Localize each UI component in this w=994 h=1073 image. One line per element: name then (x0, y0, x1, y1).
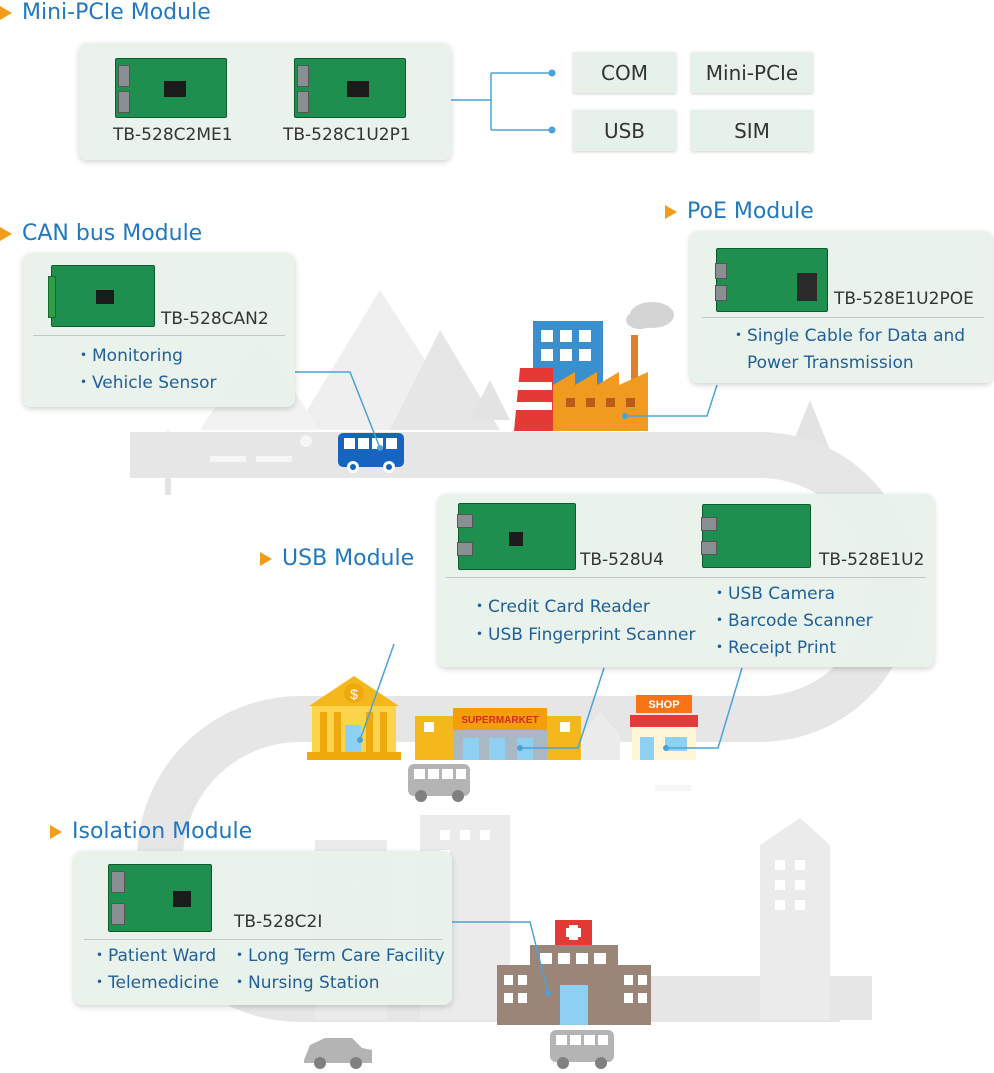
ambulance-van-icon (550, 1030, 614, 1069)
usb-panel: TB-528U4 TB-528E1U2 Credit Card Reader U… (438, 494, 934, 667)
module-board-image (701, 504, 811, 568)
usb-header: USB Module (260, 546, 414, 571)
model-name: TB-528E1U2POE (834, 289, 974, 309)
divider (702, 317, 984, 318)
use-case-list: USB Camera Barcode Scanner Receipt Print (711, 581, 873, 662)
interface-usb: USB (573, 110, 676, 151)
use-case-item: Patient Ward (91, 943, 219, 970)
use-case-list: Patient Ward Telemedicine (91, 943, 219, 997)
car-icon (304, 1038, 372, 1069)
divider (33, 335, 285, 336)
triangle-bullet-icon (0, 226, 12, 241)
svg-text:SHOP: SHOP (648, 699, 679, 711)
use-case-item: Monitoring (75, 343, 216, 370)
module-board-image (715, 248, 828, 312)
module-board-image (108, 864, 212, 932)
use-case-item: Receipt Print (711, 635, 873, 662)
model-name: TB-528E1U2 (819, 550, 925, 570)
triangle-bullet-icon (260, 551, 272, 566)
bus-icon (338, 433, 404, 473)
van-icon (408, 764, 470, 802)
divider (84, 939, 442, 940)
factory-icon (514, 321, 648, 431)
model-name: TB-528C1U2P1 (283, 125, 411, 145)
use-case-item: Vehicle Sensor (75, 370, 216, 397)
connector-lines (295, 72, 743, 994)
isolation-header: Isolation Module (50, 819, 252, 844)
section-title: CAN bus Module (22, 221, 203, 246)
triangle-bullet-icon (665, 204, 677, 219)
interface-sim: SIM (691, 110, 813, 151)
smoke-cloud (626, 302, 674, 329)
use-case-list: Credit Card Reader USB Fingerprint Scann… (471, 594, 695, 649)
use-case-list: ・Single Cable for Data and Power Transmi… (730, 323, 965, 377)
model-name: TB-528CAN2 (161, 309, 269, 329)
triangle-bullet-icon (0, 5, 12, 20)
supermarket-icon: SUPERMARKET (415, 708, 620, 760)
use-case-item: USB Camera (711, 581, 873, 608)
use-case-item: Credit Card Reader (471, 594, 695, 621)
svg-text:$: $ (350, 686, 358, 702)
module-board-image (457, 503, 576, 570)
use-case-item: Telemedicine (91, 970, 219, 997)
mini-pcie-panel: TB-528C2ME1 TB-528C1U2P1 (79, 43, 451, 160)
interface-com: COM (573, 52, 676, 93)
model-name: TB-528C2I (234, 912, 323, 932)
use-case-item: ・Single Cable for Data and (730, 326, 966, 346)
can-bus-panel: TB-528CAN2 Monitoring Vehicle Sensor (23, 253, 295, 407)
poe-header: PoE Module (665, 199, 814, 224)
interface-mini-pcie: Mini-PCIe (691, 52, 813, 93)
module-board-image (294, 58, 406, 118)
bank-icon: $ (307, 676, 401, 760)
use-case-item: Long Term Care Facility (231, 943, 445, 970)
use-case-list: Monitoring Vehicle Sensor (75, 343, 216, 397)
use-case-item: Barcode Scanner (711, 608, 873, 635)
section-title: Isolation Module (72, 819, 253, 844)
section-title: PoE Module (687, 199, 814, 224)
use-case-item-continued: Power Transmission (747, 353, 914, 373)
can-bus-header: CAN bus Module (0, 221, 202, 246)
divider (446, 577, 926, 578)
use-case-list: Long Term Care Facility Nursing Station (231, 943, 445, 997)
poe-panel: TB-528E1U2POE ・Single Cable for Data and… (690, 231, 993, 383)
use-case-item: USB Fingerprint Scanner (471, 622, 695, 649)
module-board-image (115, 58, 227, 118)
model-name: TB-528U4 (580, 550, 664, 570)
triangle-bullet-icon (50, 824, 62, 839)
shop-icon: SHOP (630, 695, 698, 760)
section-title: Mini-PCIe Module (22, 0, 211, 25)
model-name: TB-528C2ME1 (113, 125, 233, 145)
mini-pcie-header: Mini-PCIe Module (0, 0, 211, 25)
use-case-item: Nursing Station (231, 970, 445, 997)
module-board-image (48, 265, 155, 327)
svg-text:SUPERMARKET: SUPERMARKET (461, 715, 538, 726)
hospital-icon (497, 920, 651, 1025)
isolation-panel: TB-528C2I Patient Ward Telemedicine Long… (74, 851, 452, 1005)
section-title: USB Module (282, 546, 415, 571)
